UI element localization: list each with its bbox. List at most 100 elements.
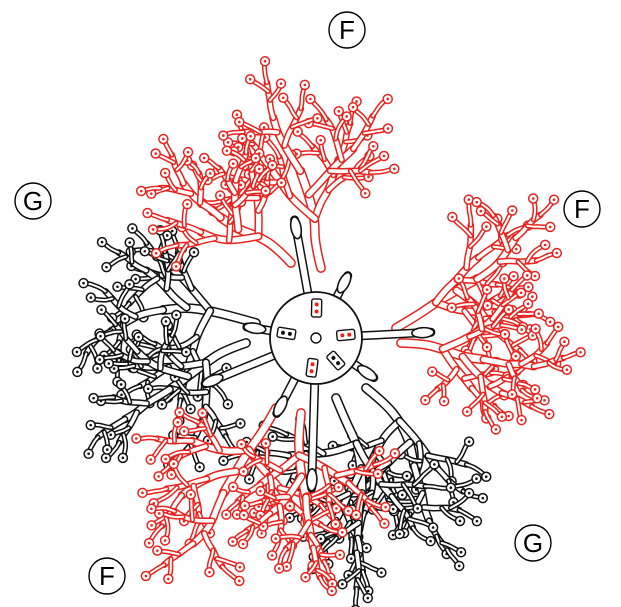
branch-tip-dot <box>122 457 125 460</box>
branch-tip-dot <box>155 252 158 255</box>
branch-tip-dot <box>309 98 312 101</box>
branch-tip-dot <box>406 475 409 478</box>
branch-tip-dot <box>225 513 228 516</box>
branch-tip-dot <box>387 127 390 130</box>
branch-tip-dot <box>431 370 434 373</box>
branch-tip-dot <box>232 486 235 489</box>
branch-tip-dot <box>482 497 485 500</box>
branch-tip-dot <box>265 442 268 445</box>
branch-tip-dot <box>99 335 102 338</box>
branch-tip-dot <box>450 306 453 309</box>
branch-tip-dot <box>383 522 386 525</box>
label-right: F <box>564 191 600 227</box>
branch-tip-dot <box>231 540 234 543</box>
branch-tip-dot <box>107 362 110 365</box>
branch-tip-dot <box>345 115 348 118</box>
branch-tip-dot <box>458 565 461 568</box>
branch-tip-dot <box>242 543 245 546</box>
branch-tip-dot <box>209 172 212 175</box>
label-bottom-right: G <box>515 525 551 561</box>
branch-tip-dot <box>393 168 396 171</box>
branch-tip-dot <box>532 197 535 200</box>
branch-tip-dot <box>333 480 336 483</box>
g-branches <box>72 224 490 607</box>
branch-tip-dot <box>157 475 160 478</box>
branch-tip-dot <box>135 437 138 440</box>
branch-tip-dot <box>201 412 204 415</box>
branch-tip-dot <box>145 575 148 578</box>
branch-tip-dot <box>531 295 534 298</box>
branch-tip-dot <box>175 265 178 268</box>
branch-tip-dot <box>520 419 523 422</box>
label-bottom-left: F <box>89 558 125 594</box>
branch-tip-dot <box>87 452 90 455</box>
branch-tip-dot <box>243 514 246 517</box>
branch-tip-dot <box>109 434 112 437</box>
branch-tip-dot <box>271 164 274 167</box>
branch-tip-dot <box>162 138 165 141</box>
branch-tip-dot <box>254 157 257 160</box>
branch-tip-dot <box>331 590 334 593</box>
branch-tip-dot <box>128 283 131 286</box>
branch-tip-dot <box>166 234 169 237</box>
branch-tip-dot <box>316 117 319 120</box>
branch-tip-dot <box>337 110 340 113</box>
branch-tip-dot <box>392 508 395 511</box>
connector-loop <box>355 363 379 384</box>
branch-tip-dot <box>319 537 322 540</box>
branch-tip-dot <box>161 403 164 406</box>
branch-tip-dot <box>219 194 222 197</box>
branch-tip-dot <box>334 523 337 526</box>
branch-fill <box>356 588 357 607</box>
branch-tip-dot <box>260 532 263 535</box>
branch-tip-dot <box>507 308 510 311</box>
branch-tip-dot <box>480 210 483 213</box>
branch-tip-dot <box>105 266 108 269</box>
bolt-plate-body <box>306 358 318 377</box>
branch-tip-dot <box>176 421 179 424</box>
branch-tip-dot <box>150 524 153 527</box>
branch-tip-dot <box>443 400 446 403</box>
branch-tip-dot <box>337 486 340 489</box>
branch-tip-dot <box>131 227 134 230</box>
branch-tip-dot <box>264 60 267 63</box>
branch-tip-dot <box>156 549 159 552</box>
branch-tip-dot <box>154 152 157 155</box>
branch-tip-dot <box>466 410 469 413</box>
branch-tip-dot <box>511 209 514 212</box>
branch-tip-dot <box>384 506 387 509</box>
branch-tip-dot <box>170 473 173 476</box>
f-tree-top-left <box>137 132 291 271</box>
branch-tip-dot <box>468 492 471 495</box>
branch-tip-dot <box>527 286 530 289</box>
branch-tip-dot <box>164 539 167 542</box>
connector-loop <box>243 322 266 335</box>
bolt-plate <box>336 329 355 341</box>
branch-tip-dot <box>82 282 85 285</box>
branch-tip-dot <box>106 448 109 451</box>
branch-tip-dot <box>105 457 108 460</box>
branch-tip-dot <box>347 510 350 513</box>
branch-tip-dot <box>534 327 537 330</box>
bolt-plate-body <box>336 329 355 341</box>
branch-tip-dot <box>416 507 419 510</box>
branch-tip-dot <box>96 367 99 370</box>
branch-tip-dot <box>185 351 188 354</box>
branch-tip-dot <box>244 504 247 507</box>
branch-tip-dot <box>172 463 175 466</box>
branch-tip-dot <box>504 333 507 336</box>
branch-tip-dot <box>249 78 252 81</box>
branch-tip-dot <box>158 512 161 515</box>
bolt-plate-body <box>311 299 321 317</box>
branch-tip-dot <box>555 252 558 255</box>
bolt-plate <box>311 299 321 317</box>
branch-tip-dot <box>226 149 229 152</box>
branch-tip-dot <box>485 225 488 228</box>
branch-tip-dot <box>269 158 272 161</box>
branch-tip-dot <box>364 192 367 195</box>
branch-tip-dot <box>475 477 478 480</box>
branch-tip-dot <box>534 275 537 278</box>
branch-tip-dot <box>485 475 488 478</box>
branch-tip-dot <box>116 285 119 288</box>
hub-center-hole <box>311 333 321 343</box>
